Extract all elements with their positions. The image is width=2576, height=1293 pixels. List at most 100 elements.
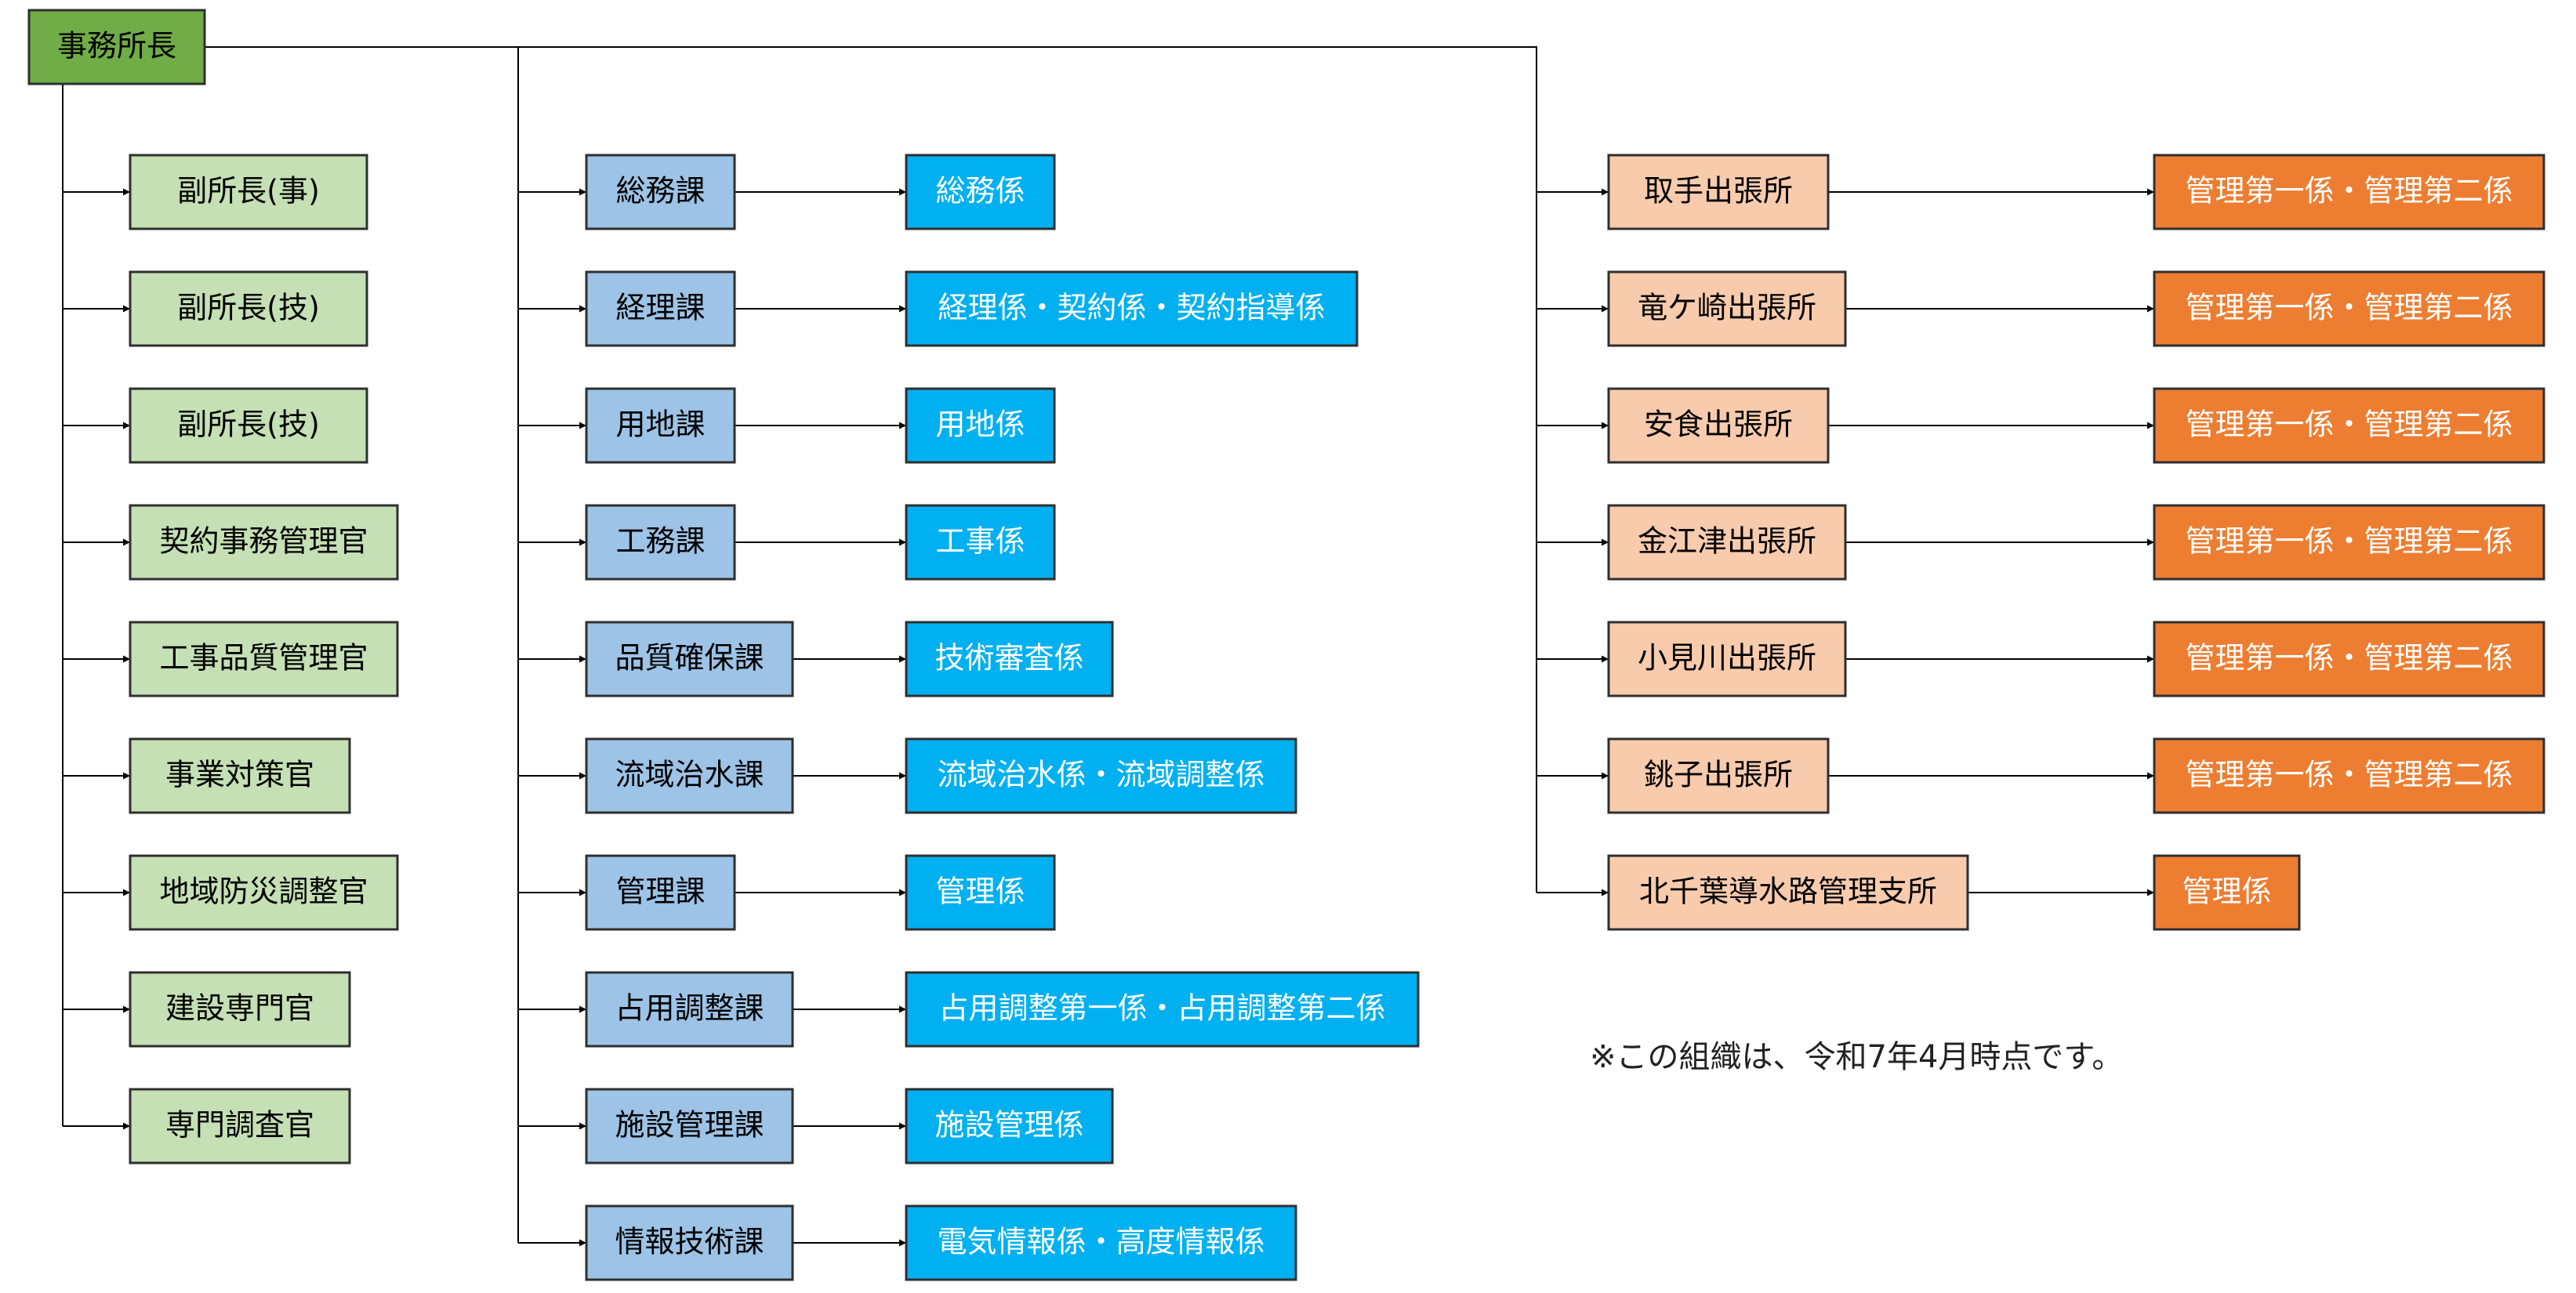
staff-box-label: 工事品質管理官 bbox=[159, 641, 368, 675]
office-unit-box-label: 管理第一係・管理第二係 bbox=[2185, 758, 2513, 792]
section-box-frame bbox=[585, 504, 736, 581]
section-box: 占用調整課 bbox=[585, 971, 794, 1048]
section-unit-box: 電気情報係・高度情報係 bbox=[905, 1204, 1297, 1281]
section-unit-box: 技術審査係 bbox=[905, 621, 1114, 697]
staff-box-frame bbox=[129, 154, 368, 230]
section-box-frame bbox=[585, 971, 794, 1048]
section-box: 総務課 bbox=[585, 154, 736, 230]
section-unit-box: 占用調整第一係・占用調整第二係 bbox=[905, 971, 1420, 1048]
staff-box-frame bbox=[129, 737, 351, 814]
office-unit-box-frame bbox=[2153, 270, 2545, 347]
office-box-label: 金江津出張所 bbox=[1638, 524, 1816, 559]
office-unit-box-label: 管理第一係・管理第二係 bbox=[2185, 291, 2513, 325]
staff-box-frame bbox=[129, 270, 368, 347]
section-unit-box: 用地係 bbox=[905, 387, 1056, 464]
connector-lines bbox=[62, 46, 2154, 1247]
staff-box-label: 契約事務管理官 bbox=[159, 524, 368, 559]
section-unit-box-label: 工事係 bbox=[935, 524, 1025, 559]
staff-box-frame bbox=[129, 504, 399, 581]
office-box: 銚子出張所 bbox=[1607, 737, 1830, 814]
section-unit-box-frame bbox=[905, 270, 1359, 347]
staff-box: 副所長(技) bbox=[129, 270, 368, 347]
office-box-frame bbox=[1607, 737, 1830, 814]
office-box-label: 銚子出張所 bbox=[1644, 758, 1793, 792]
section-box-label: 情報技術課 bbox=[615, 1225, 764, 1259]
office-box-frame bbox=[1607, 387, 1830, 464]
staff-box-label: 副所長(事) bbox=[177, 174, 320, 208]
section-box-frame bbox=[585, 1204, 794, 1281]
section-unit-box-label: 流域治水係・流域調整係 bbox=[937, 758, 1264, 792]
office-unit-box-label: 管理第一係・管理第二係 bbox=[2185, 641, 2513, 675]
staff-box-frame bbox=[129, 854, 399, 931]
section-unit-box-frame bbox=[905, 504, 1056, 581]
office-unit-box: 管理第一係・管理第二係 bbox=[2153, 621, 2545, 697]
section-unit-box-label: 用地係 bbox=[935, 407, 1025, 442]
section-unit-box-frame bbox=[905, 621, 1114, 697]
office-unit-box: 管理第一係・管理第二係 bbox=[2153, 387, 2545, 464]
office-box-label: 北千葉導水路管理支所 bbox=[1639, 875, 1937, 909]
section-unit-box: 流域治水係・流域調整係 bbox=[905, 737, 1297, 814]
office-box: 金江津出張所 bbox=[1607, 504, 1847, 581]
office-unit-box-label: 管理第一係・管理第二係 bbox=[2185, 524, 2513, 559]
section-unit-box: 経理係・契約係・契約指導係 bbox=[905, 270, 1359, 347]
office-unit-box: 管理第一係・管理第二係 bbox=[2153, 737, 2545, 814]
office-box: 小見川出張所 bbox=[1607, 621, 1847, 697]
section-unit-box-frame bbox=[905, 1088, 1114, 1164]
section-box: 流域治水課 bbox=[585, 737, 794, 814]
office-unit-box-frame bbox=[2153, 854, 2301, 931]
section-box-label: 総務課 bbox=[615, 174, 705, 208]
section-box-frame bbox=[585, 154, 736, 230]
staff-box-frame bbox=[129, 971, 351, 1048]
office-box: 竜ケ崎出張所 bbox=[1607, 270, 1847, 347]
office-box-frame bbox=[1607, 621, 1847, 697]
section-unit-box: 総務係 bbox=[905, 154, 1056, 230]
section-box: 用地課 bbox=[585, 387, 736, 464]
section-unit-box-label: 施設管理係 bbox=[934, 1108, 1083, 1143]
office-box: 安食出張所 bbox=[1607, 387, 1830, 464]
root-box-frame bbox=[27, 9, 206, 85]
office-unit-box: 管理第一係・管理第二係 bbox=[2153, 270, 2545, 347]
section-box-frame bbox=[585, 854, 736, 931]
office-unit-box-frame bbox=[2153, 504, 2545, 581]
section-box-label: 占用調整課 bbox=[615, 991, 764, 1026]
office-unit-box-label: 管理係 bbox=[2182, 875, 2271, 909]
office-unit-box-frame bbox=[2153, 621, 2545, 697]
section-box: 管理課 bbox=[585, 854, 736, 931]
section-box: 情報技術課 bbox=[585, 1204, 794, 1281]
staff-box: 専門調査官 bbox=[129, 1088, 351, 1164]
staff-box-frame bbox=[129, 1088, 351, 1164]
section-unit-box-frame bbox=[905, 737, 1297, 814]
office-box-label: 安食出張所 bbox=[1644, 407, 1793, 442]
root-box-label: 事務所長 bbox=[57, 29, 176, 63]
staff-box: 副所長(事) bbox=[129, 154, 368, 230]
section-box-label: 施設管理課 bbox=[615, 1108, 764, 1143]
office-box: 北千葉導水路管理支所 bbox=[1607, 854, 1969, 931]
staff-box-label: 副所長(技) bbox=[177, 407, 320, 442]
section-box: 経理課 bbox=[585, 270, 736, 347]
root-box: 事務所長 bbox=[27, 9, 206, 85]
section-box-label: 経理課 bbox=[615, 291, 705, 325]
staff-box-label: 事業対策官 bbox=[165, 758, 314, 792]
section-unit-box-label: 電気情報係・高度情報係 bbox=[937, 1225, 1264, 1259]
office-unit-box-frame bbox=[2153, 737, 2545, 814]
section-box-frame bbox=[585, 737, 794, 814]
section-box-frame bbox=[585, 621, 794, 697]
staff-box-frame bbox=[129, 621, 399, 697]
staff-box-label: 副所長(技) bbox=[177, 291, 320, 325]
staff-box: 副所長(技) bbox=[129, 387, 368, 464]
office-box-frame bbox=[1607, 504, 1847, 581]
office-unit-box: 管理第一係・管理第二係 bbox=[2153, 504, 2545, 581]
staff-box: 事業対策官 bbox=[129, 737, 351, 814]
section-unit-box: 工事係 bbox=[905, 504, 1056, 581]
office-box-label: 竜ケ崎出張所 bbox=[1638, 291, 1816, 325]
staff-box-label: 地域防災調整官 bbox=[159, 875, 368, 909]
section-unit-box-label: 技術審査係 bbox=[934, 641, 1083, 675]
staff-box-frame bbox=[129, 387, 368, 464]
section-unit-box-frame bbox=[905, 854, 1056, 931]
office-trunk-line bbox=[205, 46, 1537, 893]
section-box-frame bbox=[585, 1088, 794, 1164]
staff-box: 契約事務管理官 bbox=[129, 504, 399, 581]
section-box: 工務課 bbox=[585, 504, 736, 581]
section-box: 施設管理課 bbox=[585, 1088, 794, 1164]
